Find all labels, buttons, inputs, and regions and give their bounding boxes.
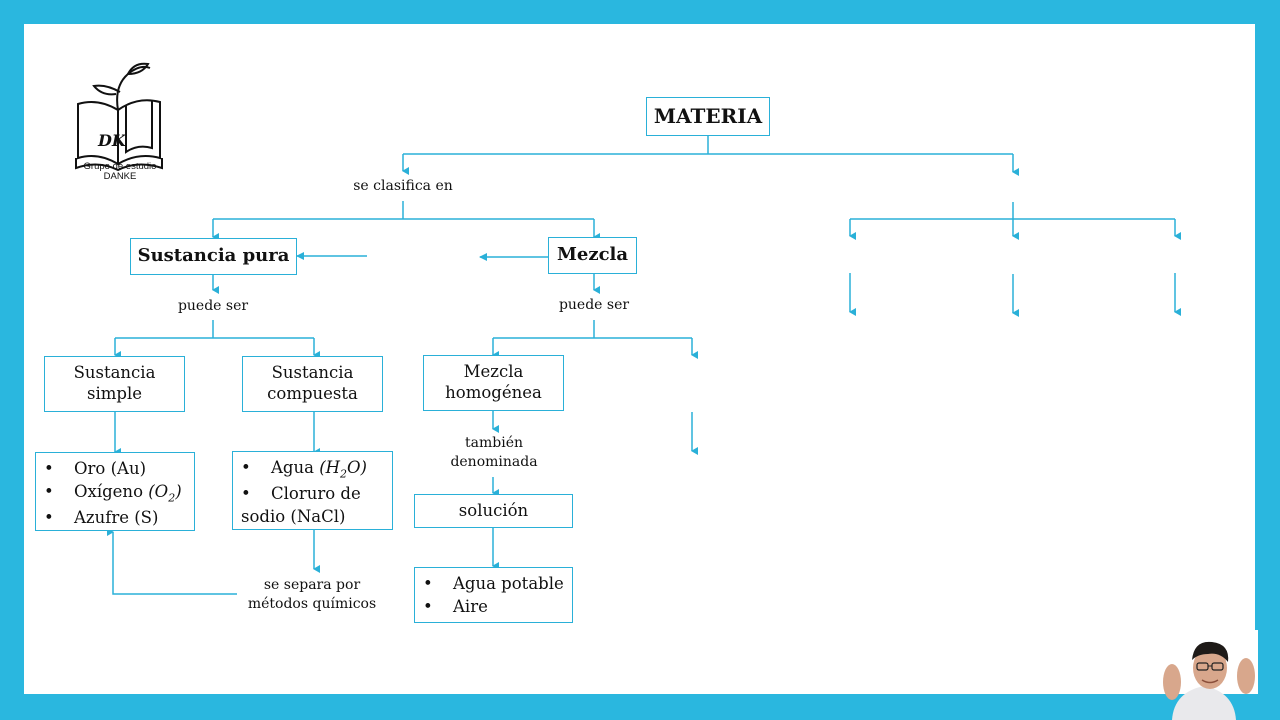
- list-item: •Oro (Au): [44, 459, 147, 478]
- node-mezcla-label: Mezcla: [556, 244, 629, 266]
- label-puede-ser-mezcla: puede ser: [558, 297, 630, 313]
- node-compuesta-line2: compuesta: [267, 384, 358, 403]
- node-simple-line1: Sustancia: [73, 363, 156, 383]
- node-sustancia-compuesta: Sustancia compuesta: [242, 356, 383, 412]
- connector-lines: [107, 135, 1181, 595]
- label-puede-ser-pura: puede ser: [177, 298, 249, 314]
- logo-line1: Grupo de estudio: [83, 161, 157, 172]
- list-item: •Cloruro de: [241, 483, 361, 503]
- node-solucion: solución: [414, 494, 573, 528]
- list-item: •Azufre (S): [44, 507, 159, 527]
- logo-initials: DK: [97, 131, 127, 150]
- label-tambien-denominada: también denominada: [434, 434, 554, 472]
- label-separa-line1: se separa por: [263, 577, 361, 593]
- node-compuesta-line1: Sustancia: [271, 363, 354, 383]
- list-sustancia-simple: •Oro (Au) •Oxígeno (O2) •Azufre (S): [35, 452, 195, 531]
- list-item: sodio (NaCl): [241, 506, 346, 526]
- node-solucion-label: solución: [458, 500, 529, 520]
- node-materia: MATERIA: [646, 97, 770, 136]
- label-separa-line2: métodos químicos: [247, 595, 377, 612]
- node-simple-line2: simple: [87, 384, 142, 403]
- danke-logo: DK: [75, 62, 163, 172]
- presenter-webcam: [1150, 630, 1258, 720]
- label-tambien-line1: también: [465, 435, 523, 451]
- label-tambien-line2: denominada: [450, 453, 538, 470]
- list-item: •Agua (H2O): [241, 458, 367, 481]
- list-item: •Oxígeno (O2): [44, 482, 182, 505]
- logo-line2: DANKE: [103, 170, 137, 182]
- node-homogenea-line1: Mezcla: [463, 362, 524, 382]
- node-sustancia-pura: Sustancia pura: [130, 238, 297, 275]
- node-mezcla: Mezcla: [548, 237, 637, 274]
- label-separa-metodos: se separa por métodos químicos: [237, 576, 387, 614]
- list-solucion: •Agua potable •Aire: [414, 567, 573, 623]
- arrow-back-to-simple: [107, 528, 237, 595]
- logo-caption: Grupo de estudio DANKE: [64, 162, 176, 182]
- node-sustancia-simple: Sustancia simple: [44, 356, 185, 412]
- node-sustancia-pura-label: Sustancia pura: [137, 245, 290, 267]
- list-item: •Aire: [423, 597, 488, 617]
- list-sustancia-compuesta: •Agua (H2O) •Cloruro de sodio (NaCl): [232, 451, 393, 530]
- node-materia-label: MATERIA: [653, 104, 763, 128]
- label-clasifica: se clasifica en: [353, 178, 453, 194]
- node-homogenea-line2: homogénea: [445, 383, 542, 402]
- node-mezcla-homogenea: Mezcla homogénea: [423, 355, 564, 411]
- list-item: •Agua potable: [423, 574, 564, 593]
- whiteboard: DK Grupo de estudio DANKE: [24, 24, 1255, 694]
